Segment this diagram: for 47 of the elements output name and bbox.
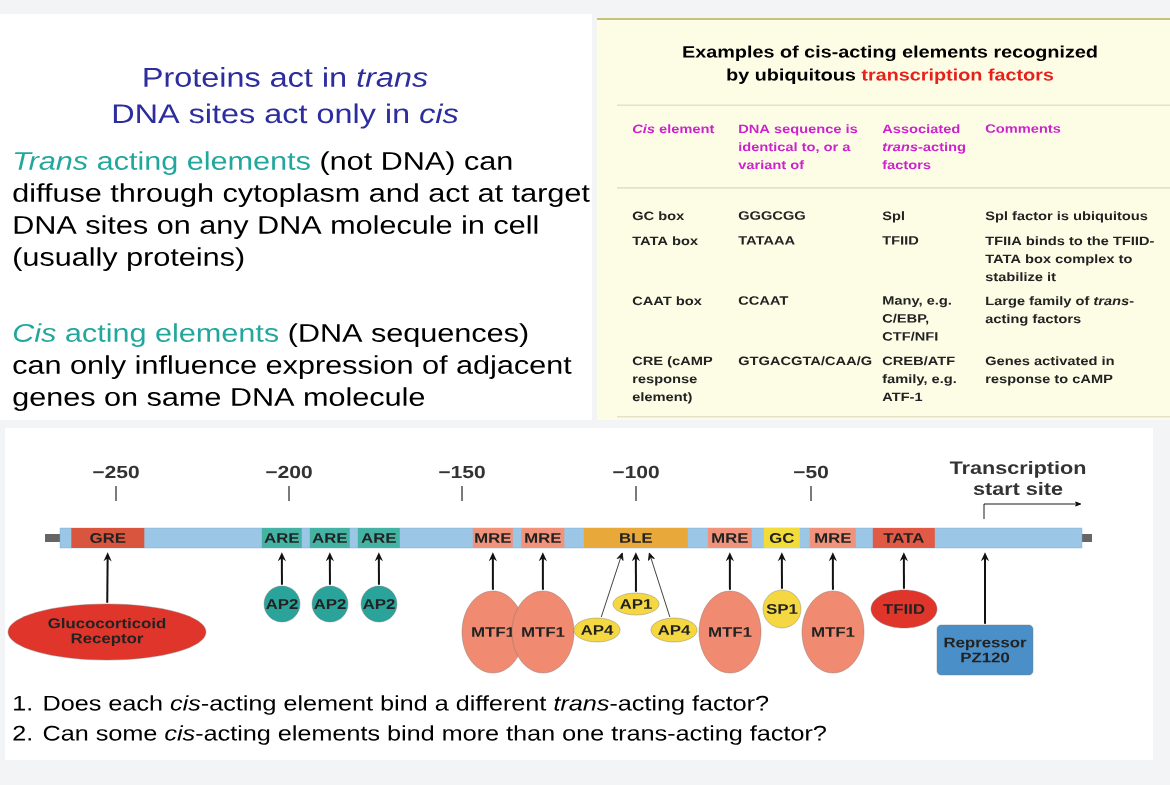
heading: DNA sites act only in cis xyxy=(113,103,459,129)
element-box: GC xyxy=(763,528,800,548)
table-cell: CRE (cAMP response element) xyxy=(632,356,713,404)
column-header: Cis element xyxy=(632,124,715,134)
column-header: Associated trans-acting factors xyxy=(882,124,965,170)
position-label: −200 xyxy=(266,465,312,479)
table-title: Examples of cis-acting elements recognized by ubiquitous transcription factors xyxy=(683,45,1097,84)
table-cell: CAAT box xyxy=(632,296,702,306)
table-cell: CREB/ATF family, e.g. ATF-1 xyxy=(882,356,956,402)
column-header: Comments xyxy=(985,124,1061,133)
site-label: Transcription start site xyxy=(949,460,1086,496)
question: 2. Can some cis-acting elements bind more than one trans-acting factor? xyxy=(13,725,826,745)
table-cell: TFIIA binds to the TFIID-TATA box complex to stabilize it xyxy=(985,236,1154,282)
table-cell: Large family of trans-acting factors xyxy=(985,296,1134,326)
paragraph: Trans acting elements (not DNA) can diffuse through cytoplasm and act at target DNA sites on any DNA molecule in cell (usually proteins) xyxy=(13,151,590,271)
paragraph: Cis acting elements (DNA sequences) can only influence expression of adjacent genes on same DNA molecule xyxy=(13,323,572,411)
element-box: ARE xyxy=(357,528,400,548)
position-label: −250 xyxy=(93,465,139,479)
column-header: DNA sequence is identical to, or a variant of xyxy=(738,124,858,170)
element-box: GRE xyxy=(71,528,145,548)
table-cell: Many, e.g. C/EBP, CTF/NFI xyxy=(882,296,951,341)
table-cell: CCAAT xyxy=(738,296,789,305)
arrow xyxy=(600,552,624,618)
repressor-box: Repressor PZ120 xyxy=(936,624,1034,676)
position-label: −50 xyxy=(794,465,828,479)
table-cell: TATAAA xyxy=(738,236,795,245)
position-label: −100 xyxy=(613,465,659,479)
table-cell: Genes activated in response to cAMP xyxy=(985,356,1114,386)
element-box: MRE xyxy=(472,528,513,548)
table-cell: Spl factor is ubiquitous xyxy=(985,211,1148,223)
element-box: MRE xyxy=(809,528,856,548)
element-box: ARE xyxy=(261,528,302,548)
element-box: MRE xyxy=(521,528,565,548)
table-cell: GTGACGTA/CAA/G xyxy=(738,356,872,366)
element-box: ARE xyxy=(309,528,350,548)
table-cell: Spl xyxy=(882,211,904,223)
question: 1. Does each cis-acting element bind a different trans-acting factor? xyxy=(14,695,769,715)
heading: Proteins act in trans xyxy=(144,67,428,87)
element-box: TATA xyxy=(872,528,935,548)
table-cell: GGGCGG xyxy=(738,211,805,220)
arrow xyxy=(648,552,671,618)
element-box: BLE xyxy=(583,528,688,548)
table-cell: GC box xyxy=(632,211,685,221)
table-cell: TFIID xyxy=(882,236,919,245)
position-label: −150 xyxy=(439,465,485,479)
table-cell: TATA box xyxy=(632,236,698,246)
element-box: MRE xyxy=(707,528,752,548)
